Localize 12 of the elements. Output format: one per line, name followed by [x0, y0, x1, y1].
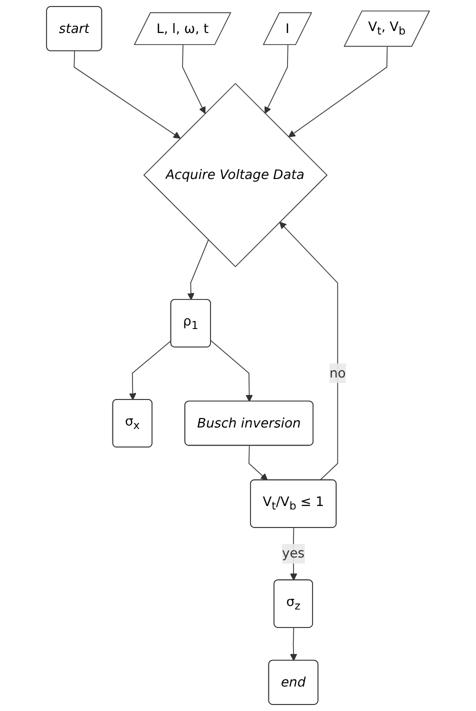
arrow — [182, 44, 206, 114]
arrow — [248, 445, 268, 481]
arrow — [290, 627, 298, 661]
arrow — [288, 46, 388, 138]
arrow — [210, 340, 253, 402]
edge-label: no — [329, 365, 346, 381]
edge-label: yes — [282, 545, 305, 562]
arrow — [264, 44, 288, 114]
arrow — [187, 240, 209, 300]
arrow — [279, 222, 338, 481]
arrow — [129, 340, 172, 400]
arrow — [74, 50, 181, 139]
